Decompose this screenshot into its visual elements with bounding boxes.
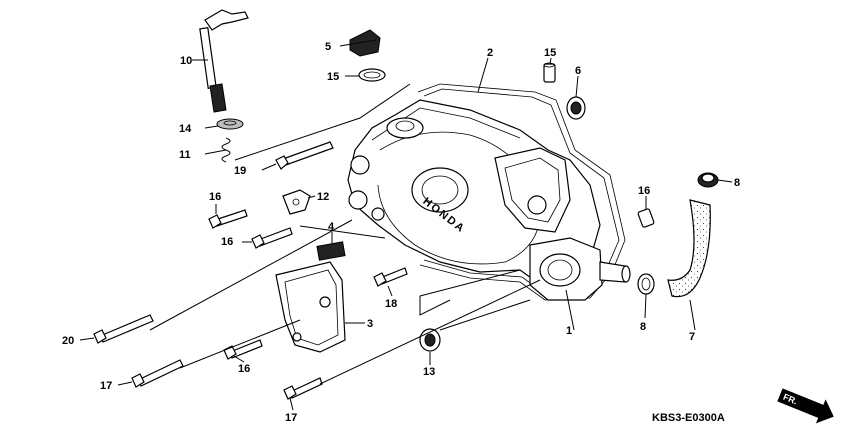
oil-seal-13 bbox=[216, 118, 244, 130]
clip-11 bbox=[282, 189, 311, 215]
callout-10: 11 bbox=[179, 149, 191, 161]
callout-16-d: 17 bbox=[285, 412, 297, 424]
callout-16-c: 16 bbox=[238, 363, 250, 375]
callout-5: 5 bbox=[325, 41, 331, 53]
oil-filler-cap bbox=[349, 29, 381, 57]
callout-3: 3 bbox=[367, 318, 373, 330]
callout-14: 15 bbox=[327, 71, 339, 83]
right-crankcase-cover: HONDA bbox=[347, 83, 631, 301]
bolt-16-a bbox=[208, 209, 248, 229]
diagram-code: KBS3-E0300A bbox=[652, 412, 725, 424]
callout-15-right: 16 bbox=[638, 185, 650, 197]
callout-20: 20 bbox=[62, 335, 74, 347]
bolt-20 bbox=[93, 314, 154, 344]
callout-2: 2 bbox=[487, 47, 493, 59]
callout-16-a: 16 bbox=[209, 191, 221, 203]
o-ring-14 bbox=[358, 68, 386, 82]
callout-17: 18 bbox=[385, 298, 397, 310]
bolt-17 bbox=[373, 267, 408, 287]
cover-3 bbox=[275, 261, 346, 353]
callout-4: 4 bbox=[328, 221, 335, 233]
front-direction-arrow: FR. bbox=[777, 388, 834, 424]
water-hose-7 bbox=[667, 199, 711, 298]
callout-11: 12 bbox=[317, 191, 329, 203]
callout-13: 14 bbox=[179, 123, 192, 135]
callout-7: 7 bbox=[689, 331, 695, 343]
callout-8-bottom: 8 bbox=[640, 321, 646, 333]
callout-8-top: 8 bbox=[734, 177, 740, 189]
callout-6: 6 bbox=[575, 65, 581, 77]
callout-12: 13 bbox=[423, 366, 435, 378]
callout-9: 10 bbox=[180, 55, 192, 67]
callout-1: 1 bbox=[566, 325, 572, 337]
callout-16-b: 16 bbox=[221, 236, 233, 248]
oil-seal-6 bbox=[566, 96, 586, 120]
bolt-19 bbox=[275, 141, 334, 170]
shaft-9 bbox=[199, 9, 249, 113]
callout-numbers: 10 5 15 2 15 6 14 11 19 8 16 16 12 4 16 … bbox=[62, 41, 740, 424]
bolt-16-d bbox=[283, 377, 323, 400]
callout-19: 19 bbox=[234, 165, 246, 177]
callout-15-top: 15 bbox=[544, 47, 556, 59]
part-4 bbox=[316, 241, 346, 261]
dowel-pin-top bbox=[543, 62, 556, 83]
bolt-16-b bbox=[251, 227, 293, 249]
hose-clamp-top bbox=[697, 172, 719, 188]
bolt-18 bbox=[131, 359, 184, 388]
hose-clamp-bottom bbox=[637, 273, 655, 295]
leader-lines bbox=[79, 43, 733, 411]
dowel-pin-right bbox=[637, 208, 655, 228]
callout-18: 17 bbox=[100, 380, 112, 392]
